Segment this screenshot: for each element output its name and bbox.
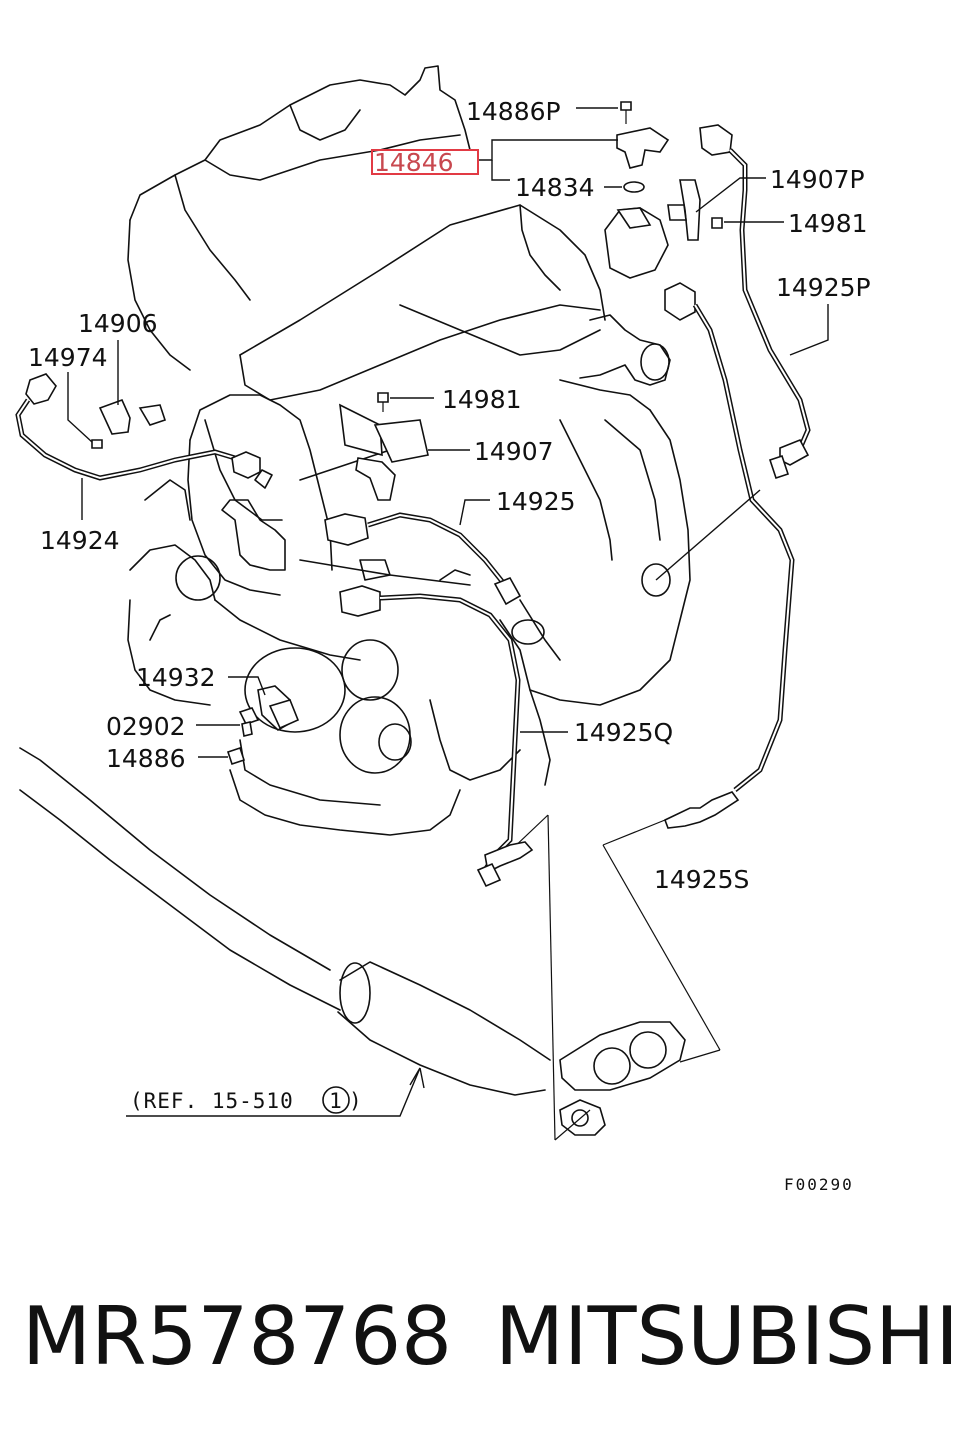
callout-14924: 14924 xyxy=(40,526,120,555)
callout-14974: 14974 xyxy=(28,343,108,372)
callout-14834: 14834 xyxy=(515,173,595,202)
callout-14907: 14907 xyxy=(474,437,554,466)
callout-14925Q: 14925Q xyxy=(574,718,673,747)
reference-note: (REF. 15-510 1 ) xyxy=(130,1086,363,1114)
highlight-box xyxy=(371,149,479,175)
callout-14925P: 14925P xyxy=(776,273,871,302)
callout-14925: 14925 xyxy=(496,487,576,516)
reference-text: (REF. 15-510 xyxy=(130,1089,294,1113)
callout-14932: 14932 xyxy=(136,663,216,692)
callout-14925S: 14925S xyxy=(654,865,749,894)
exhaust-pipe-drawing xyxy=(19,747,721,1141)
callout-14981-top: 14981 xyxy=(788,209,868,238)
part-number: MR578768 xyxy=(22,1290,452,1383)
reference-circle xyxy=(322,1086,350,1114)
leader-lines xyxy=(67,107,829,1117)
callout-14906: 14906 xyxy=(78,309,158,338)
callout-14981-mid: 14981 xyxy=(442,385,522,414)
callout-14846-highlighted: 14846 xyxy=(374,148,454,177)
callout-02902: 02902 xyxy=(106,712,186,741)
callout-14886P: 14886P xyxy=(466,97,561,126)
callout-14886: 14886 xyxy=(106,744,186,773)
callout-labels: 14886P 14846 14834 14907P 14981 14925P 1… xyxy=(28,97,871,894)
brand-name: MITSUBISHI xyxy=(495,1290,959,1383)
reference-suffix: ) xyxy=(349,1089,363,1113)
callout-14907P: 14907P xyxy=(770,165,865,194)
figure-code: F00290 xyxy=(784,1175,854,1194)
reference-circled-number: 1 xyxy=(329,1089,343,1113)
engine-block-drawing xyxy=(127,65,691,836)
product-caption: MR578768 MITSUBISHI xyxy=(0,1290,960,1400)
